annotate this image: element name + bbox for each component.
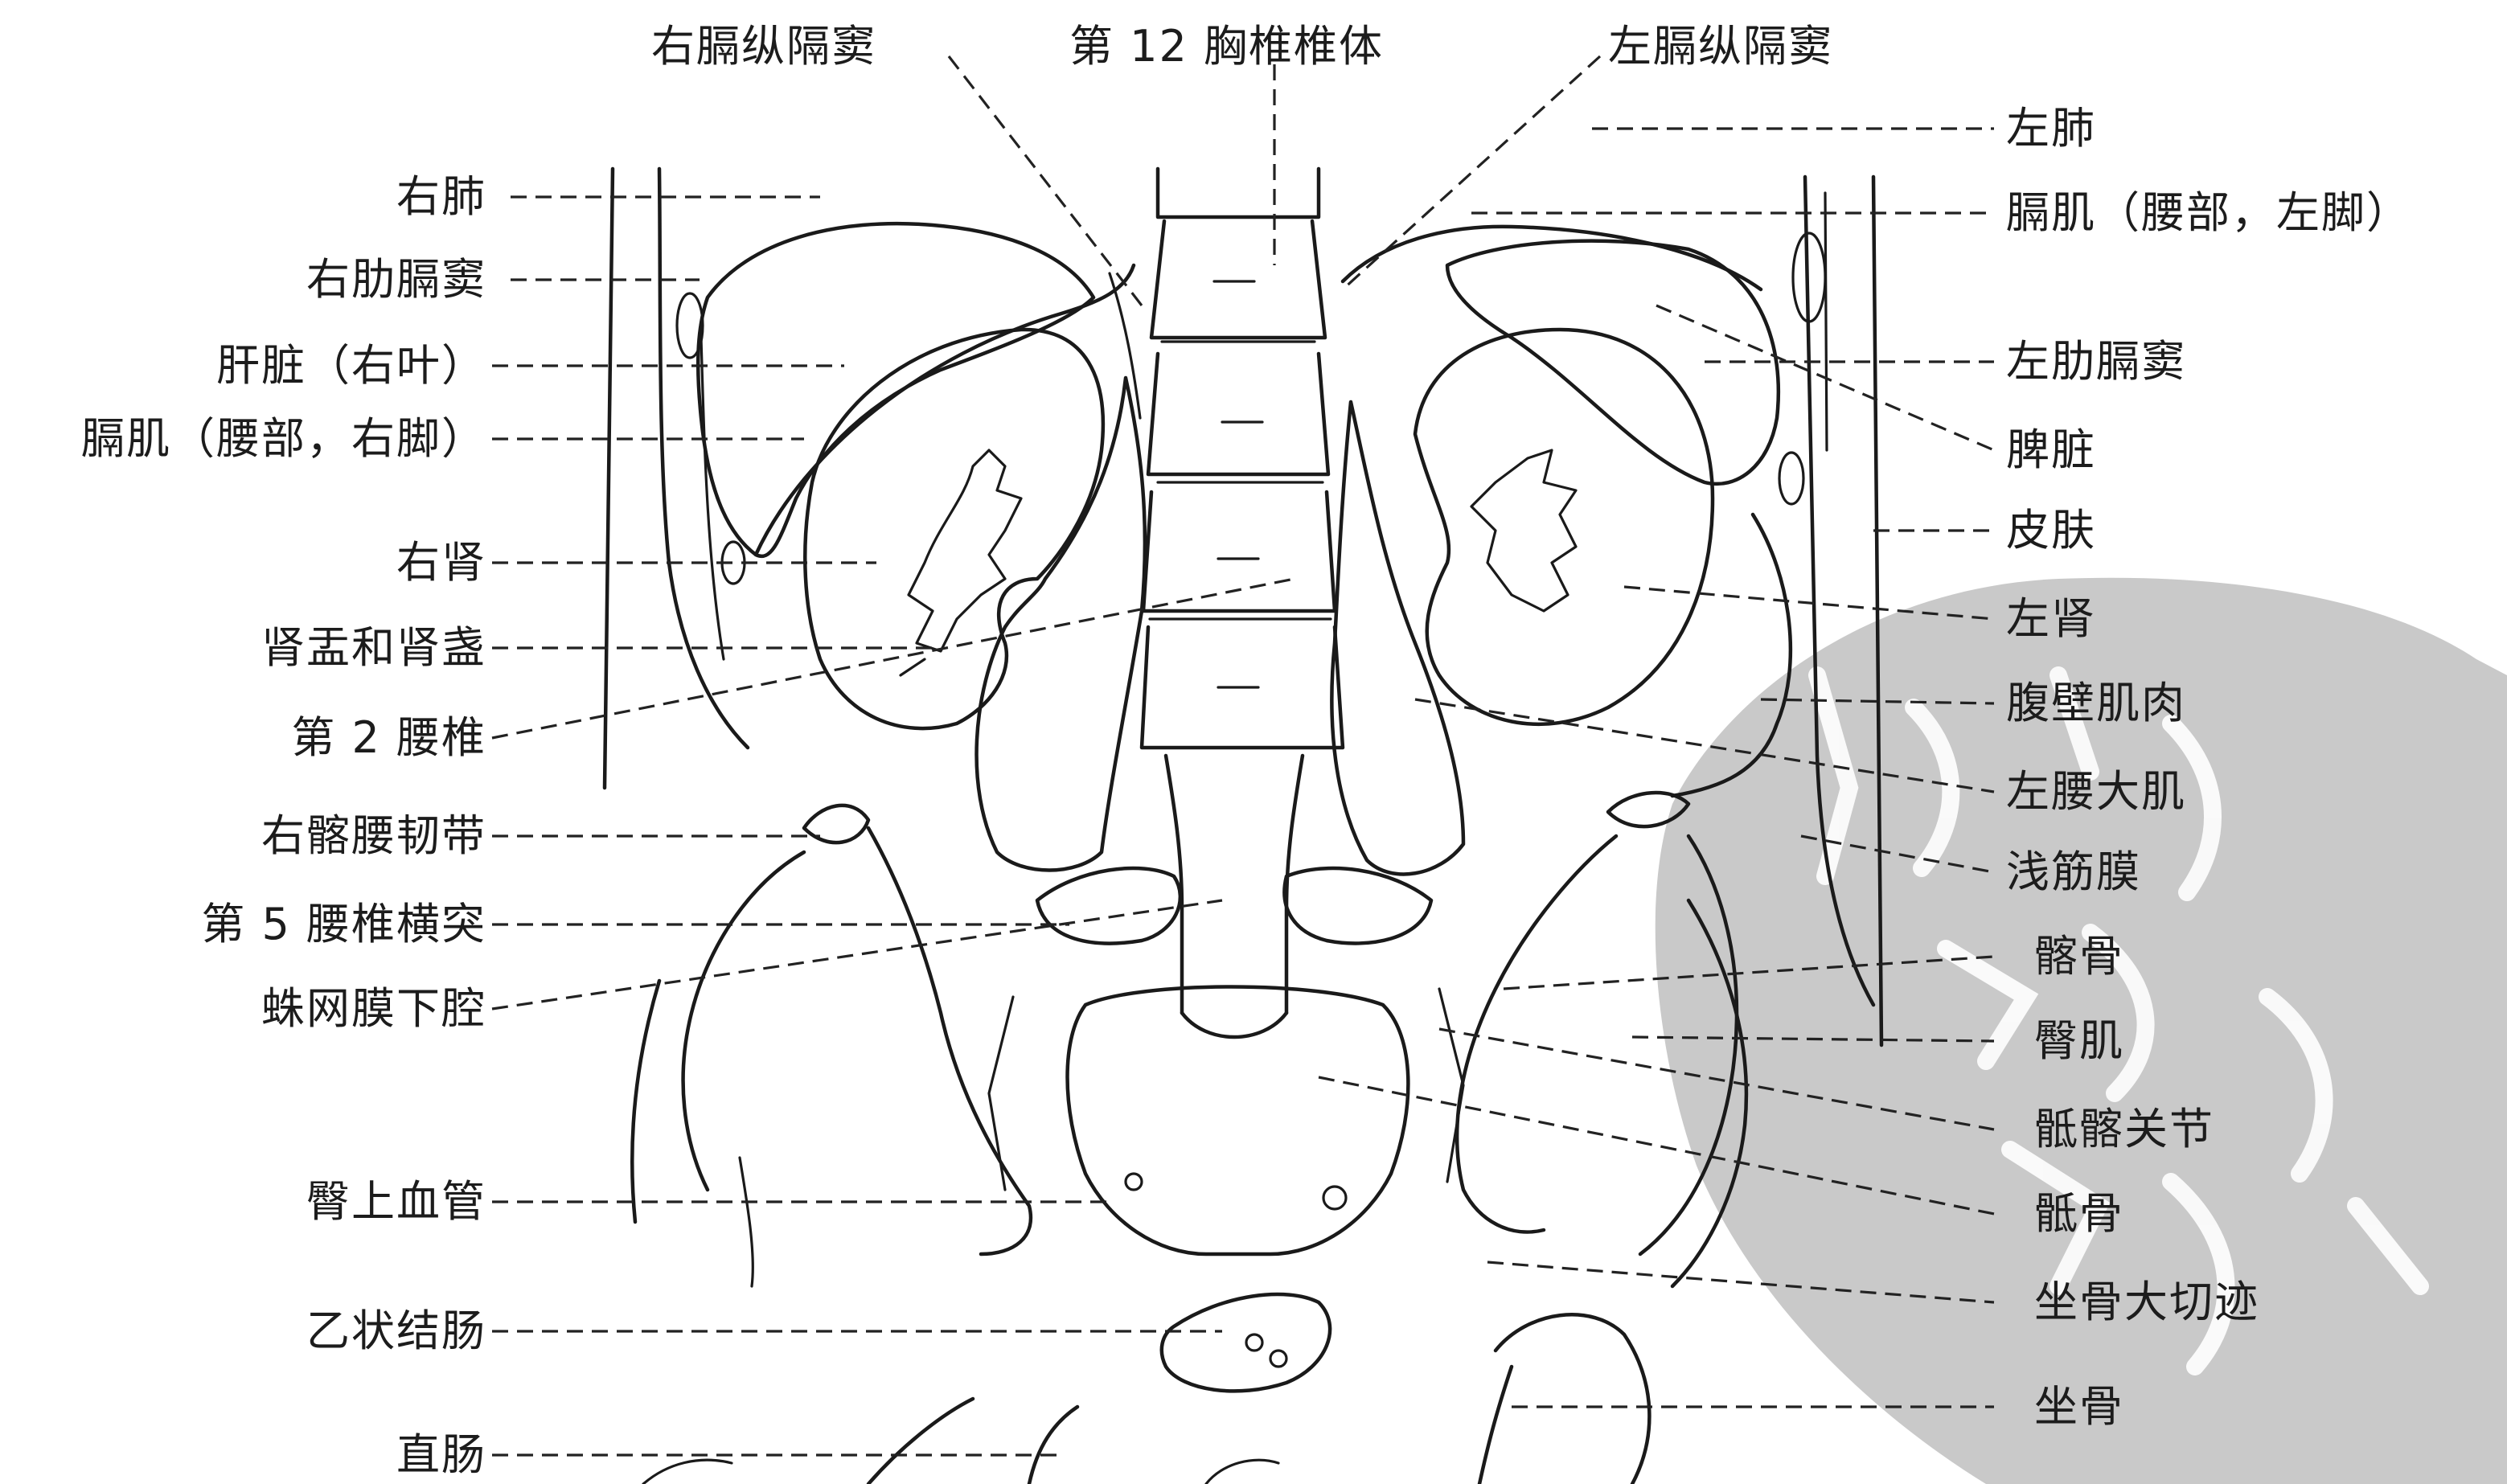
label-l2-vertebra: 第 2 腰椎 [291,714,486,762]
label-spleen: 脾脏 [2006,426,2096,474]
label-subarachnoid-space: 蛛网膜下腔 [261,985,486,1033]
label-sigmoid-colon: 乙状结肠 [306,1307,486,1355]
label-abdominal-wall-muscles: 腹壁肌肉 [2006,679,2186,728]
left-psoas-shape [1331,402,1463,874]
label-diaphragm-left-crus: 膈肌（腰部，左脚） [2006,189,2411,237]
right-kidney-shape [805,330,1103,728]
leader-lines-left [492,197,1295,1455]
right-body-wall [605,169,748,788]
label-left-lung: 左肺 [2006,105,2096,153]
label-right-iliolumbar-ligament: 右髂腰韧带 [261,812,486,860]
spleen-shape [1447,241,1779,484]
label-superior-gluteal-vessels: 臀上血管 [306,1178,486,1226]
label-right-kidney: 右肾 [396,539,486,587]
left-kidney-shape [1415,330,1713,724]
label-ischium: 坐骨 [2034,1383,2124,1431]
label-left-costodiaphragmatic-recess: 左肋膈窦 [2006,338,2186,386]
label-l5-transverse-process: 第 5 腰椎横突 [201,900,486,949]
label-right-lung: 右肺 [396,173,486,221]
label-skin: 皮肤 [2006,506,2096,555]
label-left-kidney: 左肾 [2006,595,2096,643]
label-sacroiliac-joint: 骶髂关节 [2034,1105,2214,1154]
leader-lines-top [949,56,1600,305]
label-renal-pelvis-calyces: 肾盂和肾盏 [261,624,486,672]
label-ilium: 髂骨 [2034,933,2124,981]
label-t12-vertebral-body: 第 12 胸椎椎体 [1069,23,1384,71]
leader-lines-right [1319,129,1994,1407]
label-right-costodiaphragmatic-recess: 右肋膈窦 [306,256,486,304]
liver-shape [698,223,1093,556]
sacrum-shape [1068,987,1409,1255]
left-ilium-shape [1457,836,1737,1254]
label-right-mediastinal-recess: 右膈纵隔窦 [651,23,876,71]
label-greater-sciatic-notch: 坐骨大切迹 [2034,1278,2259,1326]
right-ilium-shape [683,828,1031,1254]
label-superficial-fascia: 浅筋膜 [2006,848,2141,896]
label-left-psoas-major: 左腰大肌 [2006,768,2186,816]
label-rectum: 直肠 [396,1431,486,1479]
label-sacrum: 骶骨 [2034,1190,2124,1238]
left-body-wall [1672,177,1881,1045]
label-gluteal-muscles: 臀肌 [2034,1017,2124,1065]
label-liver-right-lobe: 肝脏（右叶） [216,342,486,390]
label-diaphragm-right-crus: 膈肌（腰部，右脚） [81,415,486,463]
label-left-mediastinal-recess: 左膈纵隔窦 [1608,23,1833,71]
